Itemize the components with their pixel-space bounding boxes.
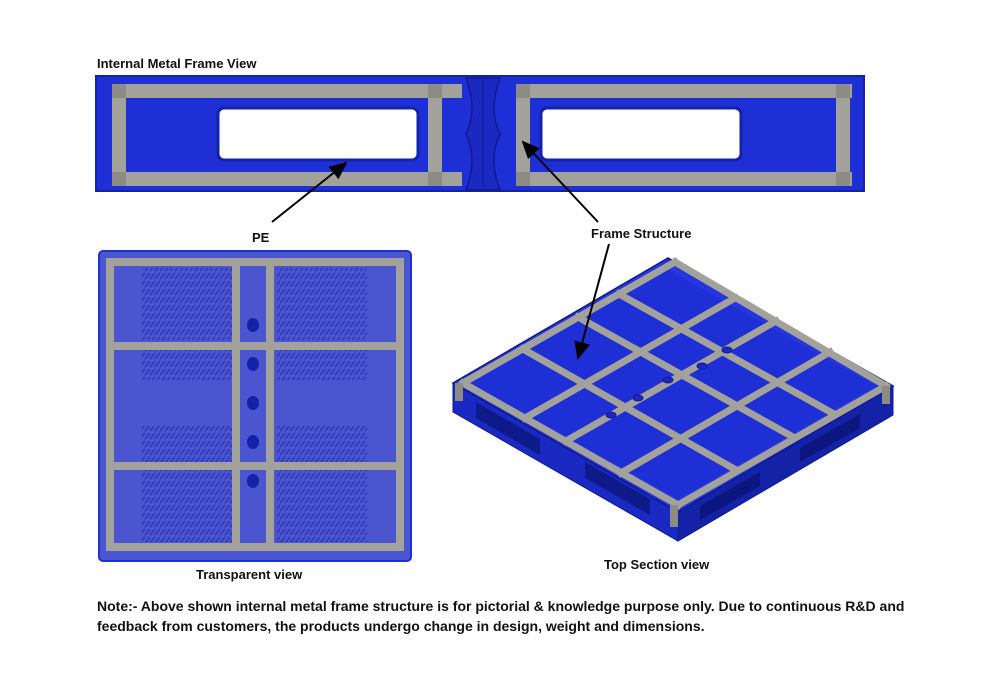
pe-label: PE	[252, 230, 270, 245]
disclaimer-note: Note:- Above shown internal metal frame …	[97, 598, 905, 634]
diagram-title: Internal Metal Frame View	[97, 56, 257, 71]
top-section-view-label: Top Section view	[604, 557, 710, 572]
frame-arrow-top	[521, 140, 599, 223]
pe-arrow	[271, 161, 348, 223]
transparent-view-label: Transparent view	[196, 567, 303, 582]
frame-arrow-bottom	[574, 243, 610, 360]
side-frame-view	[95, 75, 865, 192]
frame-structure-label: Frame Structure	[591, 226, 692, 241]
transparent-view	[98, 250, 412, 562]
top-section-view	[451, 257, 895, 542]
